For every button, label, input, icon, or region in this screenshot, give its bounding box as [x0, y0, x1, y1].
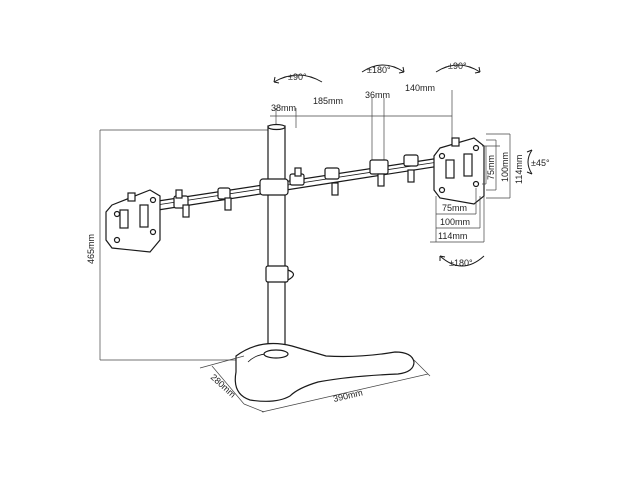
vesa-width-75mm: 75mm — [442, 203, 467, 213]
pole-clamp — [265, 265, 295, 283]
dim-465mm: 465mm — [86, 234, 96, 264]
rotation-arc-icon — [273, 74, 323, 84]
dim-390mm: 390mm — [332, 387, 363, 403]
dim-280mm: 280mm — [209, 372, 238, 400]
rotation-arc-icon — [435, 64, 481, 74]
vesa-height-75mm: 75mm — [486, 155, 496, 180]
dim-38mm: 38mm — [271, 103, 296, 113]
right-vesa-plate — [433, 137, 485, 205]
left-vesa-plate — [105, 189, 161, 253]
vesa-width-114mm: 114mm — [438, 231, 467, 241]
crossbar-arm — [144, 154, 441, 218]
rotation-arc-icon — [361, 64, 405, 74]
rotation-arc-icon — [526, 149, 533, 175]
stand-base — [234, 343, 415, 402]
vesa-height-dimensions — [482, 133, 511, 199]
height-dimension — [99, 129, 268, 361]
base-dimensions — [199, 355, 431, 413]
dim-185mm: 185mm — [313, 96, 343, 106]
top-dimension-line — [270, 90, 453, 165]
vesa-height-100mm: 100mm — [500, 152, 510, 182]
rotation-label-top-right: ±90° — [448, 61, 467, 71]
vesa-width-dimensions — [430, 188, 485, 243]
vesa-width-100mm: 100mm — [440, 217, 470, 227]
rotation-label-side: ±45° — [531, 158, 550, 168]
rotation-label-top-left: ±90° — [288, 72, 307, 82]
rotation-label-bottom: ±180° — [449, 258, 473, 268]
rotation-label-top-mid: ±180° — [367, 65, 391, 75]
dim-36mm: 36mm — [365, 90, 390, 100]
dim-140mm: 140mm — [405, 83, 435, 93]
vesa-height-114mm: 114mm — [514, 155, 524, 184]
vertical-pole — [267, 123, 286, 357]
rotation-arc-icon — [439, 255, 485, 267]
